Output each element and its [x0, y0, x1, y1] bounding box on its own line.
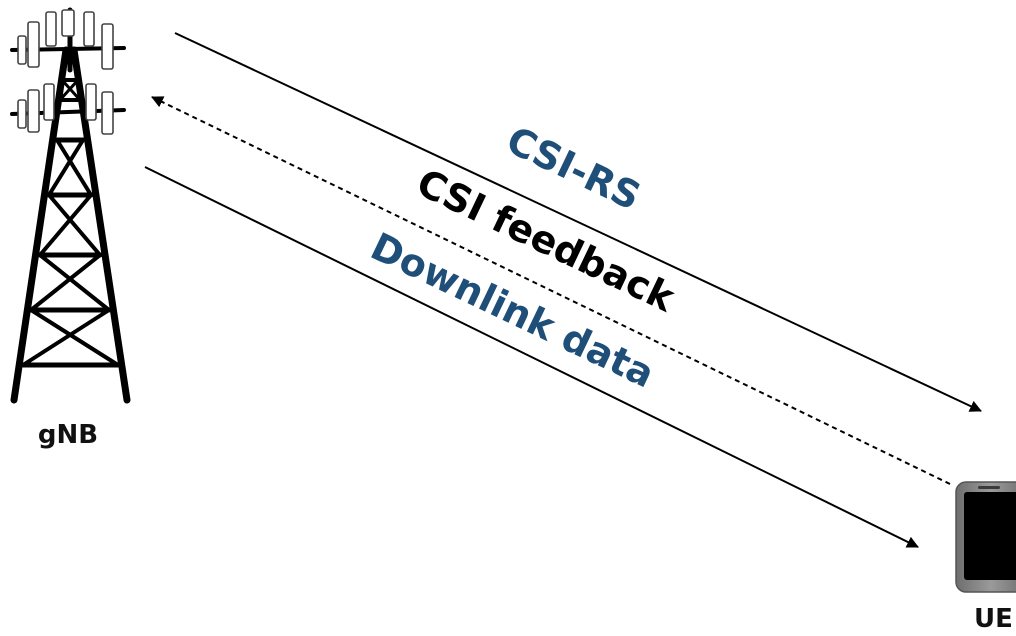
csi-feedback-arrow — [151, 96, 951, 485]
downlink-data-arrow — [144, 166, 919, 548]
gnb-label: gNB — [38, 420, 98, 450]
antenna-panels — [17, 9, 114, 135]
ue-label: UE — [974, 604, 1013, 634]
smartphone-icon — [955, 481, 1016, 593]
csi-rs-arrow — [174, 32, 982, 412]
